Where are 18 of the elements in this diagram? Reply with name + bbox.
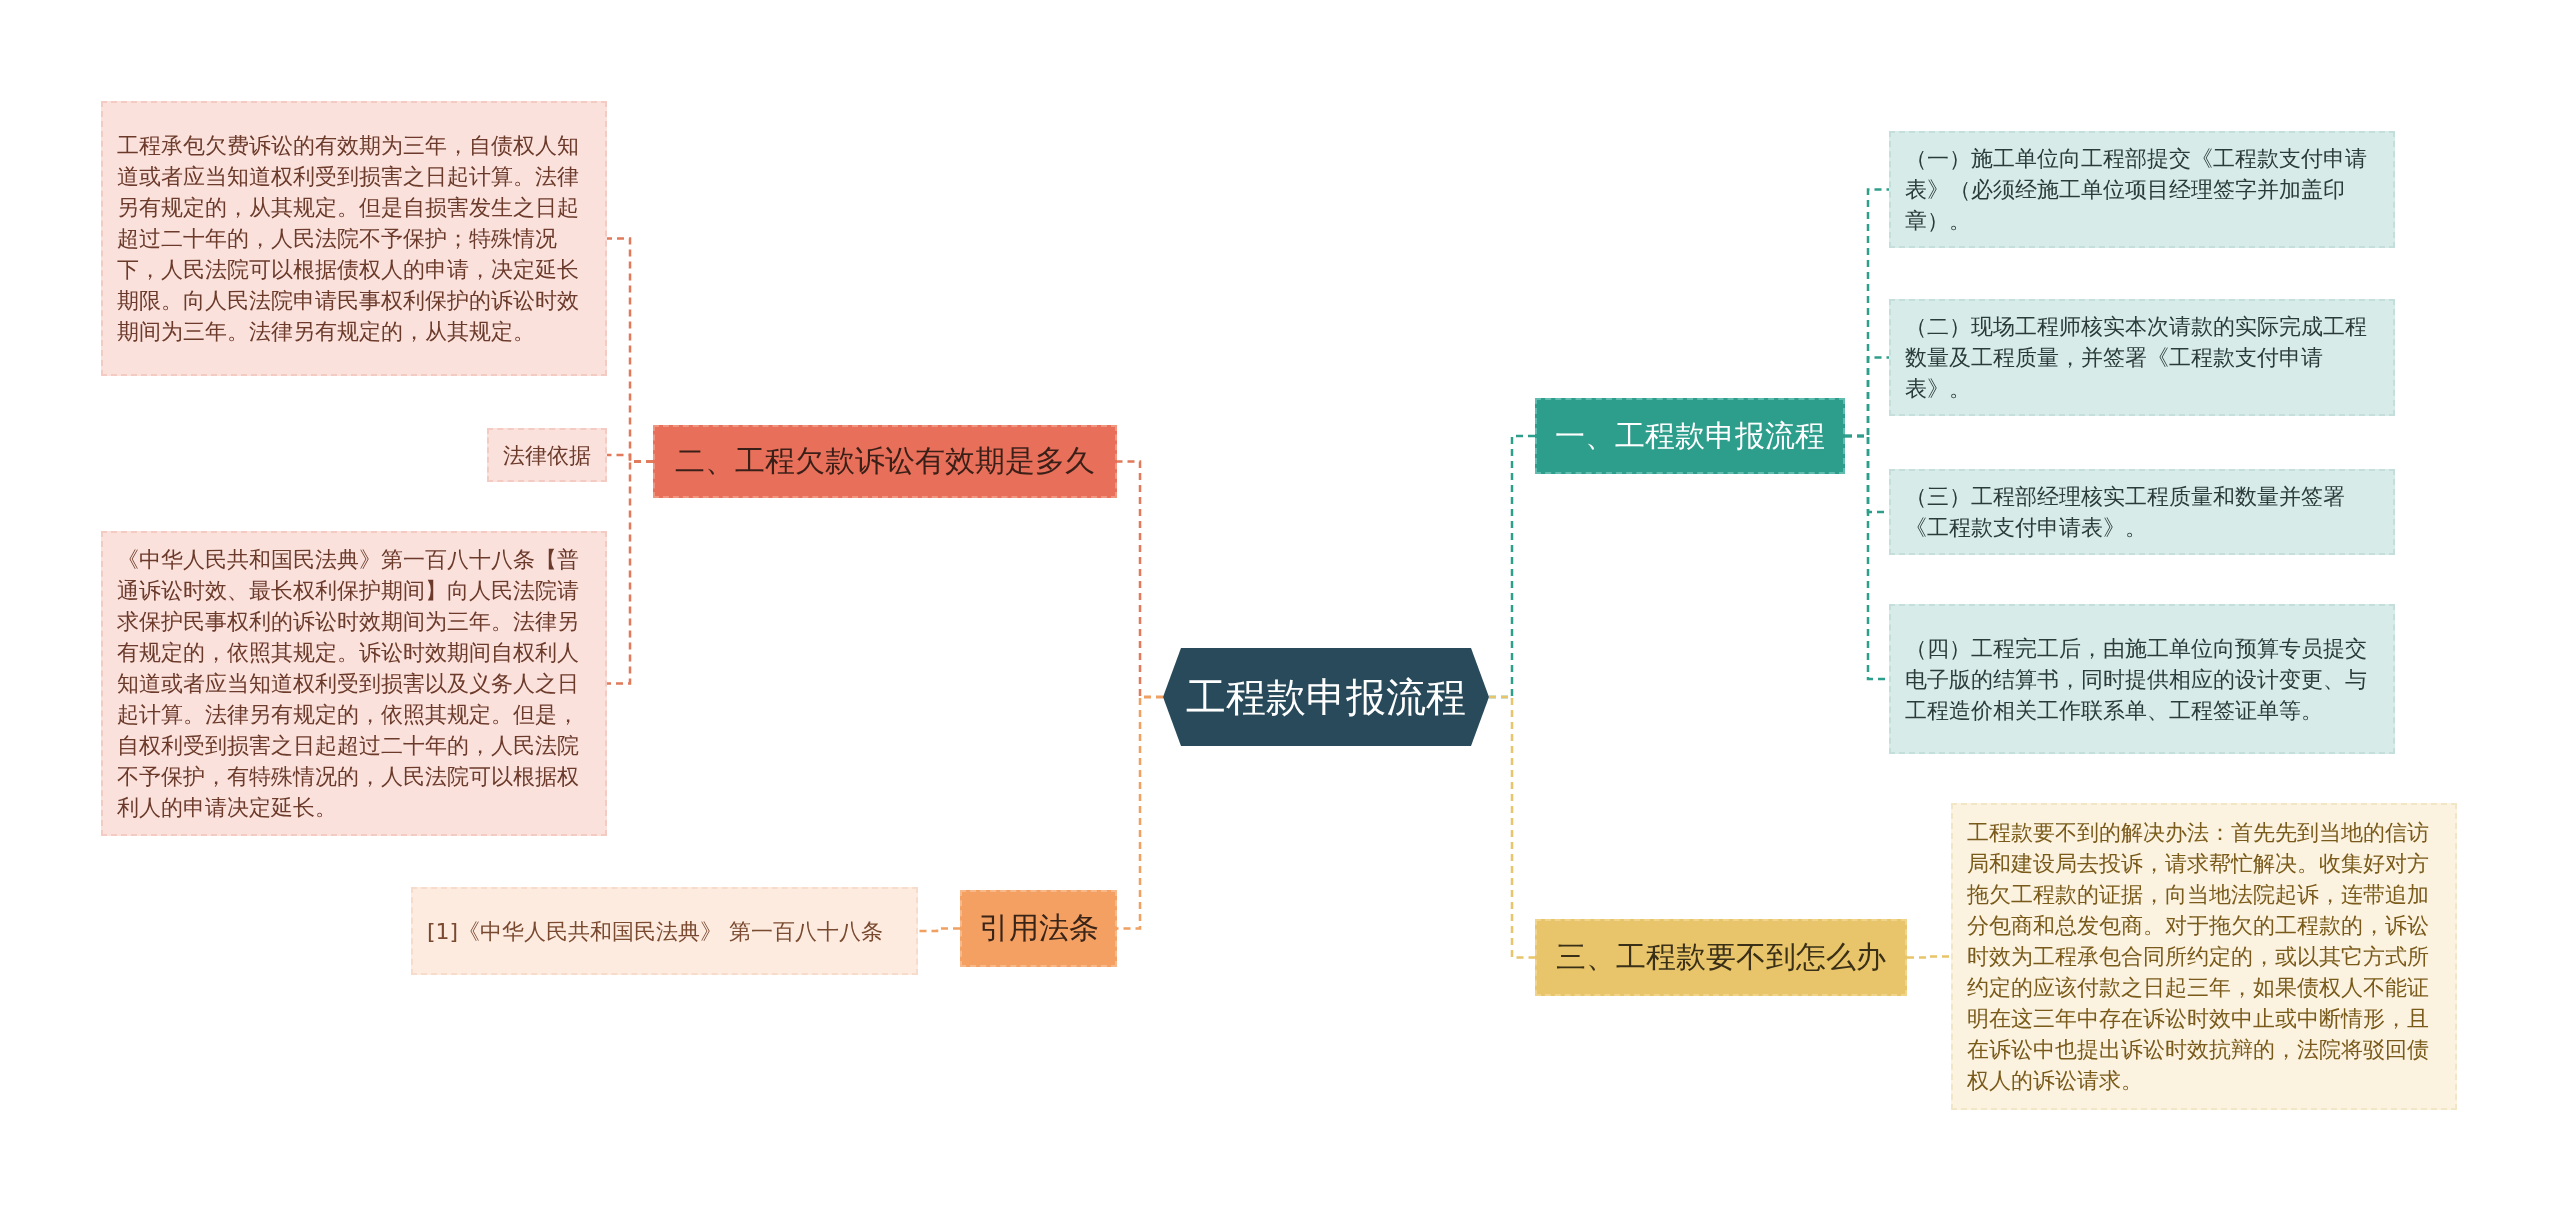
connector-line xyxy=(1907,955,1951,959)
note-box: 工程款要不到的解决办法：首先先到当地的信访局和建设局去投诉，请求帮忙解决。收集好对方拖欠工程款的证据，向当地法院起诉，连带追加分包商和总发包商。对于拖欠的工程款的，诉讼时效为工程承包合同所约定的，或以其它方式所约定的应该付款之日起三年，如果债权人不能证明在这三年中存在诉讼时效中止或中断情形，且在诉讼中也提出诉讼时效抗辩的，法院将驳回债权人的诉讼请求。 xyxy=(1951,803,2457,1110)
note-box: （四）工程完工后，由施工单位向预算专员提交电子版的结算书，同时提供相应的设计变更、与工程造价相关工作联系单、工程签证单等。 xyxy=(1889,604,2395,754)
topic-box: 三、工程款要不到怎么办 xyxy=(1535,919,1907,996)
topic-box: 引用法条 xyxy=(960,890,1117,967)
central-topic: 工程款申报流程 xyxy=(1163,648,1489,746)
connector-line xyxy=(918,927,960,933)
connector-line xyxy=(607,460,653,685)
note-box: （一）施工单位向工程部提交《工程款支付申请表》（必须经施工单位项目经理签字并加盖印章）。 xyxy=(1889,131,2395,248)
reference-box: [1]《中华人民共和国民法典》 第一百八十八条 xyxy=(411,887,918,975)
topic-box: 二、工程欠款诉讼有效期是多久 xyxy=(653,425,1117,498)
note-box: 《中华人民共和国民法典》第一百八十八条【普通诉讼时效、最长权利保护期间】向人民法院请求保护民事权利的诉讼时效期间为三年。法律另有规定的，依照其规定。诉讼时效期间自权利人知道或者应当知道权利受到损害以及义务人之日起计算。法律另有规定的，依照其规定。但是，自权利受到损害之日起超过二十年的，人民法院不予保护，有特殊情况的，人民法院可以根据权利人的申请决定延长。 xyxy=(101,531,607,836)
note-box: （三）工程部经理核实工程质量和数量并签署《工程款支付申请表》。 xyxy=(1889,469,2395,555)
note-box: （二）现场工程师核实本次请款的实际完成工程数量及工程质量，并签署《工程款支付申请表》。 xyxy=(1889,299,2395,416)
note-box: 工程承包欠费诉讼的有效期为三年，自债权人知道或者应当知道权利受到损害之日起计算。法律另有规定的，从其规定。但是自损害发生之日起超过二十年的，人民法院不予保护；特殊情况下，人民法院可以根据债权人的申请，决定延长期限。向人民法院申请民事权利保护的诉讼时效期间为三年。法律另有规定的，从其规定。 xyxy=(101,101,607,376)
connector-line xyxy=(1489,695,1535,959)
topic-box: 一、工程款申报流程 xyxy=(1535,398,1845,474)
label-box: 法律依据 xyxy=(487,428,607,482)
